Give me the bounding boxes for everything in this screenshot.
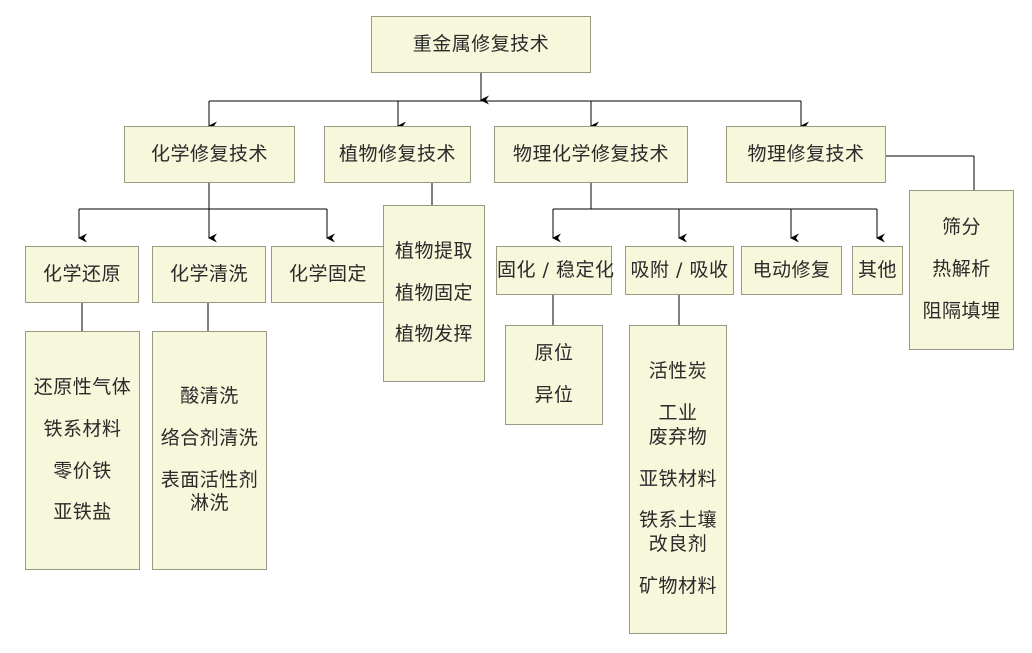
list-item: 还原性气体 xyxy=(33,375,132,398)
list-item: 亚铁材料 xyxy=(638,467,717,490)
node-chemical-washing[interactable]: 化学清洗 xyxy=(152,246,266,303)
list-item: 酸清洗 xyxy=(180,384,239,407)
list-item-line: 废弃物 xyxy=(648,425,708,448)
node-chemical-washing-label: 化学清洗 xyxy=(169,262,248,285)
node-phyto-remediation-label: 植物修复技术 xyxy=(338,142,456,165)
node-electrokinetic-remediation[interactable]: 电动修复 xyxy=(741,246,842,295)
node-in-situ-ex-situ-list[interactable]: 原位 异位 xyxy=(505,325,603,425)
list-item-line: 工业 xyxy=(658,402,698,425)
node-physicochemical-remediation-label: 物理化学修复技术 xyxy=(512,142,669,165)
node-root[interactable]: 重金属修复技术 xyxy=(371,16,591,73)
list-item: 异位 xyxy=(534,384,574,407)
node-adsorption-materials-list[interactable]: 活性炭 工业废弃物 亚铁材料 铁系土壤改良剂 矿物材料 xyxy=(629,325,727,634)
list-item: 矿物材料 xyxy=(638,574,717,597)
list-item: 植物固定 xyxy=(394,281,473,304)
list-item: 原位 xyxy=(534,342,574,365)
node-chemical-reduction[interactable]: 化学还原 xyxy=(25,246,139,303)
node-chemical-reduction-label: 化学还原 xyxy=(42,262,121,285)
list-item: 表面活性剂淋洗 xyxy=(153,469,266,517)
node-chemical-fixation-label: 化学固定 xyxy=(288,262,367,285)
node-chemical-remediation[interactable]: 化学修复技术 xyxy=(124,126,295,183)
node-chemical-remediation-label: 化学修复技术 xyxy=(150,142,268,165)
node-electrokinetic-remediation-label: 电动修复 xyxy=(752,258,831,281)
list-item-line: 改良剂 xyxy=(648,533,708,556)
list-item-line: 铁系土壤 xyxy=(638,509,717,532)
node-chemical-washing-methods-list[interactable]: 酸清洗 络合剂清洗 表面活性剂淋洗 xyxy=(152,331,267,570)
node-other-label: 其他 xyxy=(857,258,897,281)
list-item: 筛分 xyxy=(941,216,981,239)
list-item: 植物发挥 xyxy=(394,323,473,346)
node-physicochemical-remediation[interactable]: 物理化学修复技术 xyxy=(494,126,688,183)
list-item: 铁系材料 xyxy=(43,417,122,440)
list-item-line: 淋洗 xyxy=(189,492,229,515)
list-item: 热解析 xyxy=(932,258,991,281)
node-adsorption-absorption[interactable]: 吸附 / 吸收 xyxy=(625,246,734,295)
list-item-line: 表面活性剂 xyxy=(160,468,259,491)
list-item: 植物提取 xyxy=(394,239,473,262)
list-item: 零价铁 xyxy=(53,459,112,482)
node-chemical-reduction-materials-list[interactable]: 还原性气体 铁系材料 零价铁 亚铁盐 xyxy=(25,331,140,570)
node-adsorption-absorption-label: 吸附 / 吸收 xyxy=(630,258,729,281)
node-physical-methods-list[interactable]: 筛分 热解析 阻隔填埋 xyxy=(909,190,1014,350)
node-root-label: 重金属修复技术 xyxy=(412,32,550,55)
list-item: 阻隔填埋 xyxy=(922,299,1001,322)
list-item: 活性炭 xyxy=(648,360,708,383)
node-solidification-stabilization[interactable]: 固化 / 稳定化 xyxy=(496,246,615,295)
list-item: 亚铁盐 xyxy=(53,501,112,524)
node-physical-remediation[interactable]: 物理修复技术 xyxy=(726,126,886,183)
node-phyto-remediation[interactable]: 植物修复技术 xyxy=(324,126,471,183)
node-phyto-methods-list[interactable]: 植物提取 植物固定 植物发挥 xyxy=(383,205,485,382)
node-solidification-stabilization-label: 固化 / 稳定化 xyxy=(497,258,615,281)
node-chemical-fixation[interactable]: 化学固定 xyxy=(271,246,385,303)
node-physical-remediation-label: 物理修复技术 xyxy=(747,142,865,165)
list-item: 络合剂清洗 xyxy=(160,426,259,449)
node-other[interactable]: 其他 xyxy=(852,246,903,295)
list-item: 铁系土壤改良剂 xyxy=(630,509,726,557)
list-item: 工业废弃物 xyxy=(630,402,726,450)
